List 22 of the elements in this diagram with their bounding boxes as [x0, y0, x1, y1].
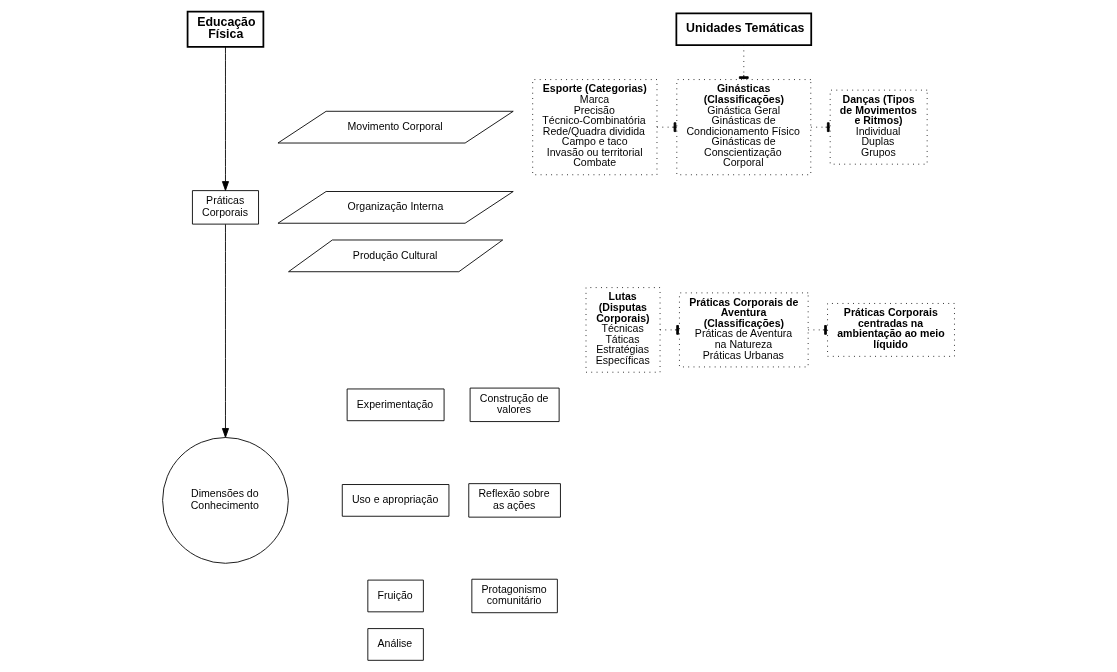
node-box: Fruição [367, 579, 424, 613]
arrow [221, 46, 229, 191]
node-box: Uso e apropriação [341, 484, 450, 517]
node-box: Reflexão sobre as ações [468, 483, 561, 518]
node-box: Lutas (Disputas Corporais) Técnicas Táticas Estratégias Específicas [585, 287, 661, 373]
node-circle: Dimensões do Conhecimento [162, 437, 289, 564]
node-box: Unidades Temáticas [675, 12, 813, 47]
arrow [221, 223, 229, 438]
connector [807, 325, 828, 335]
node-box: Práticas Corporais centradas na ambientação ao meio líquido [827, 303, 955, 357]
connector [659, 325, 680, 335]
node-box: Experimentação [346, 388, 445, 422]
node-box: Protagonismo comunitário [471, 578, 558, 614]
node-box: Educação Física [186, 10, 265, 48]
connector [810, 122, 831, 132]
node-box: Construção de valores [469, 387, 560, 422]
node-box: Análise [367, 628, 424, 661]
node-box: Práticas Corporais de Aventura (Classificações) Práticas de Aventura na Natureza Práticas Urbanas [679, 292, 809, 368]
node-box: Ginásticas (Classificações) Ginástica Geral Ginásticas de Condicionamento Físico Ginásticas de Conscientização Corporal [676, 79, 812, 176]
node-box: Práticas Corporais [192, 190, 259, 225]
node-box: Danças (Tipos de Movimentos e Ritmos) Individual Duplas Grupos [829, 89, 928, 165]
node-box: Esporte (Categorias) Marca Precisão Técnico-Combinatória Rede/Quadra dividida Campo e taco Invasão ou territorial Combate [532, 79, 658, 176]
